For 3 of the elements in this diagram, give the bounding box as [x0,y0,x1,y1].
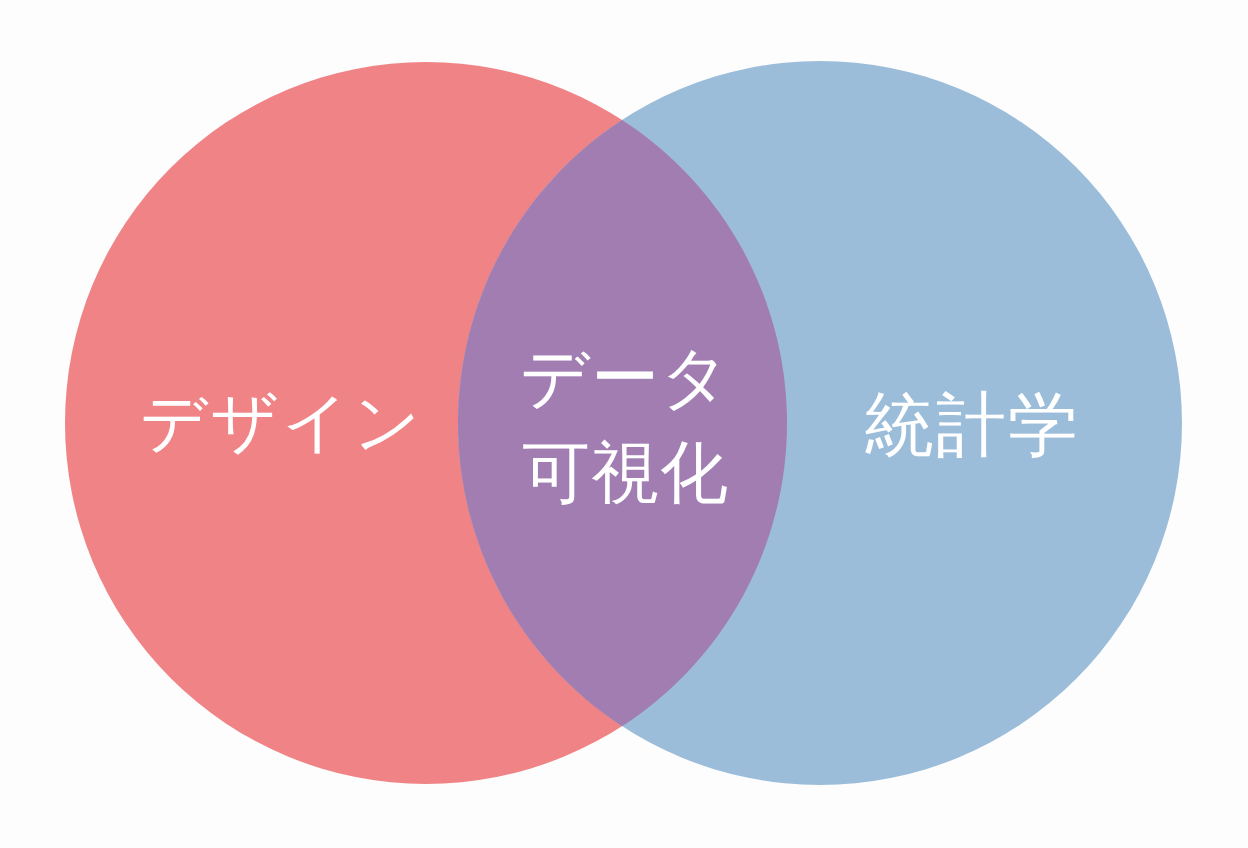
circle-label: デザイン [140,383,424,464]
circle-label: 統計学 [864,382,1080,468]
overlap-label: データ可視化 [518,336,732,514]
